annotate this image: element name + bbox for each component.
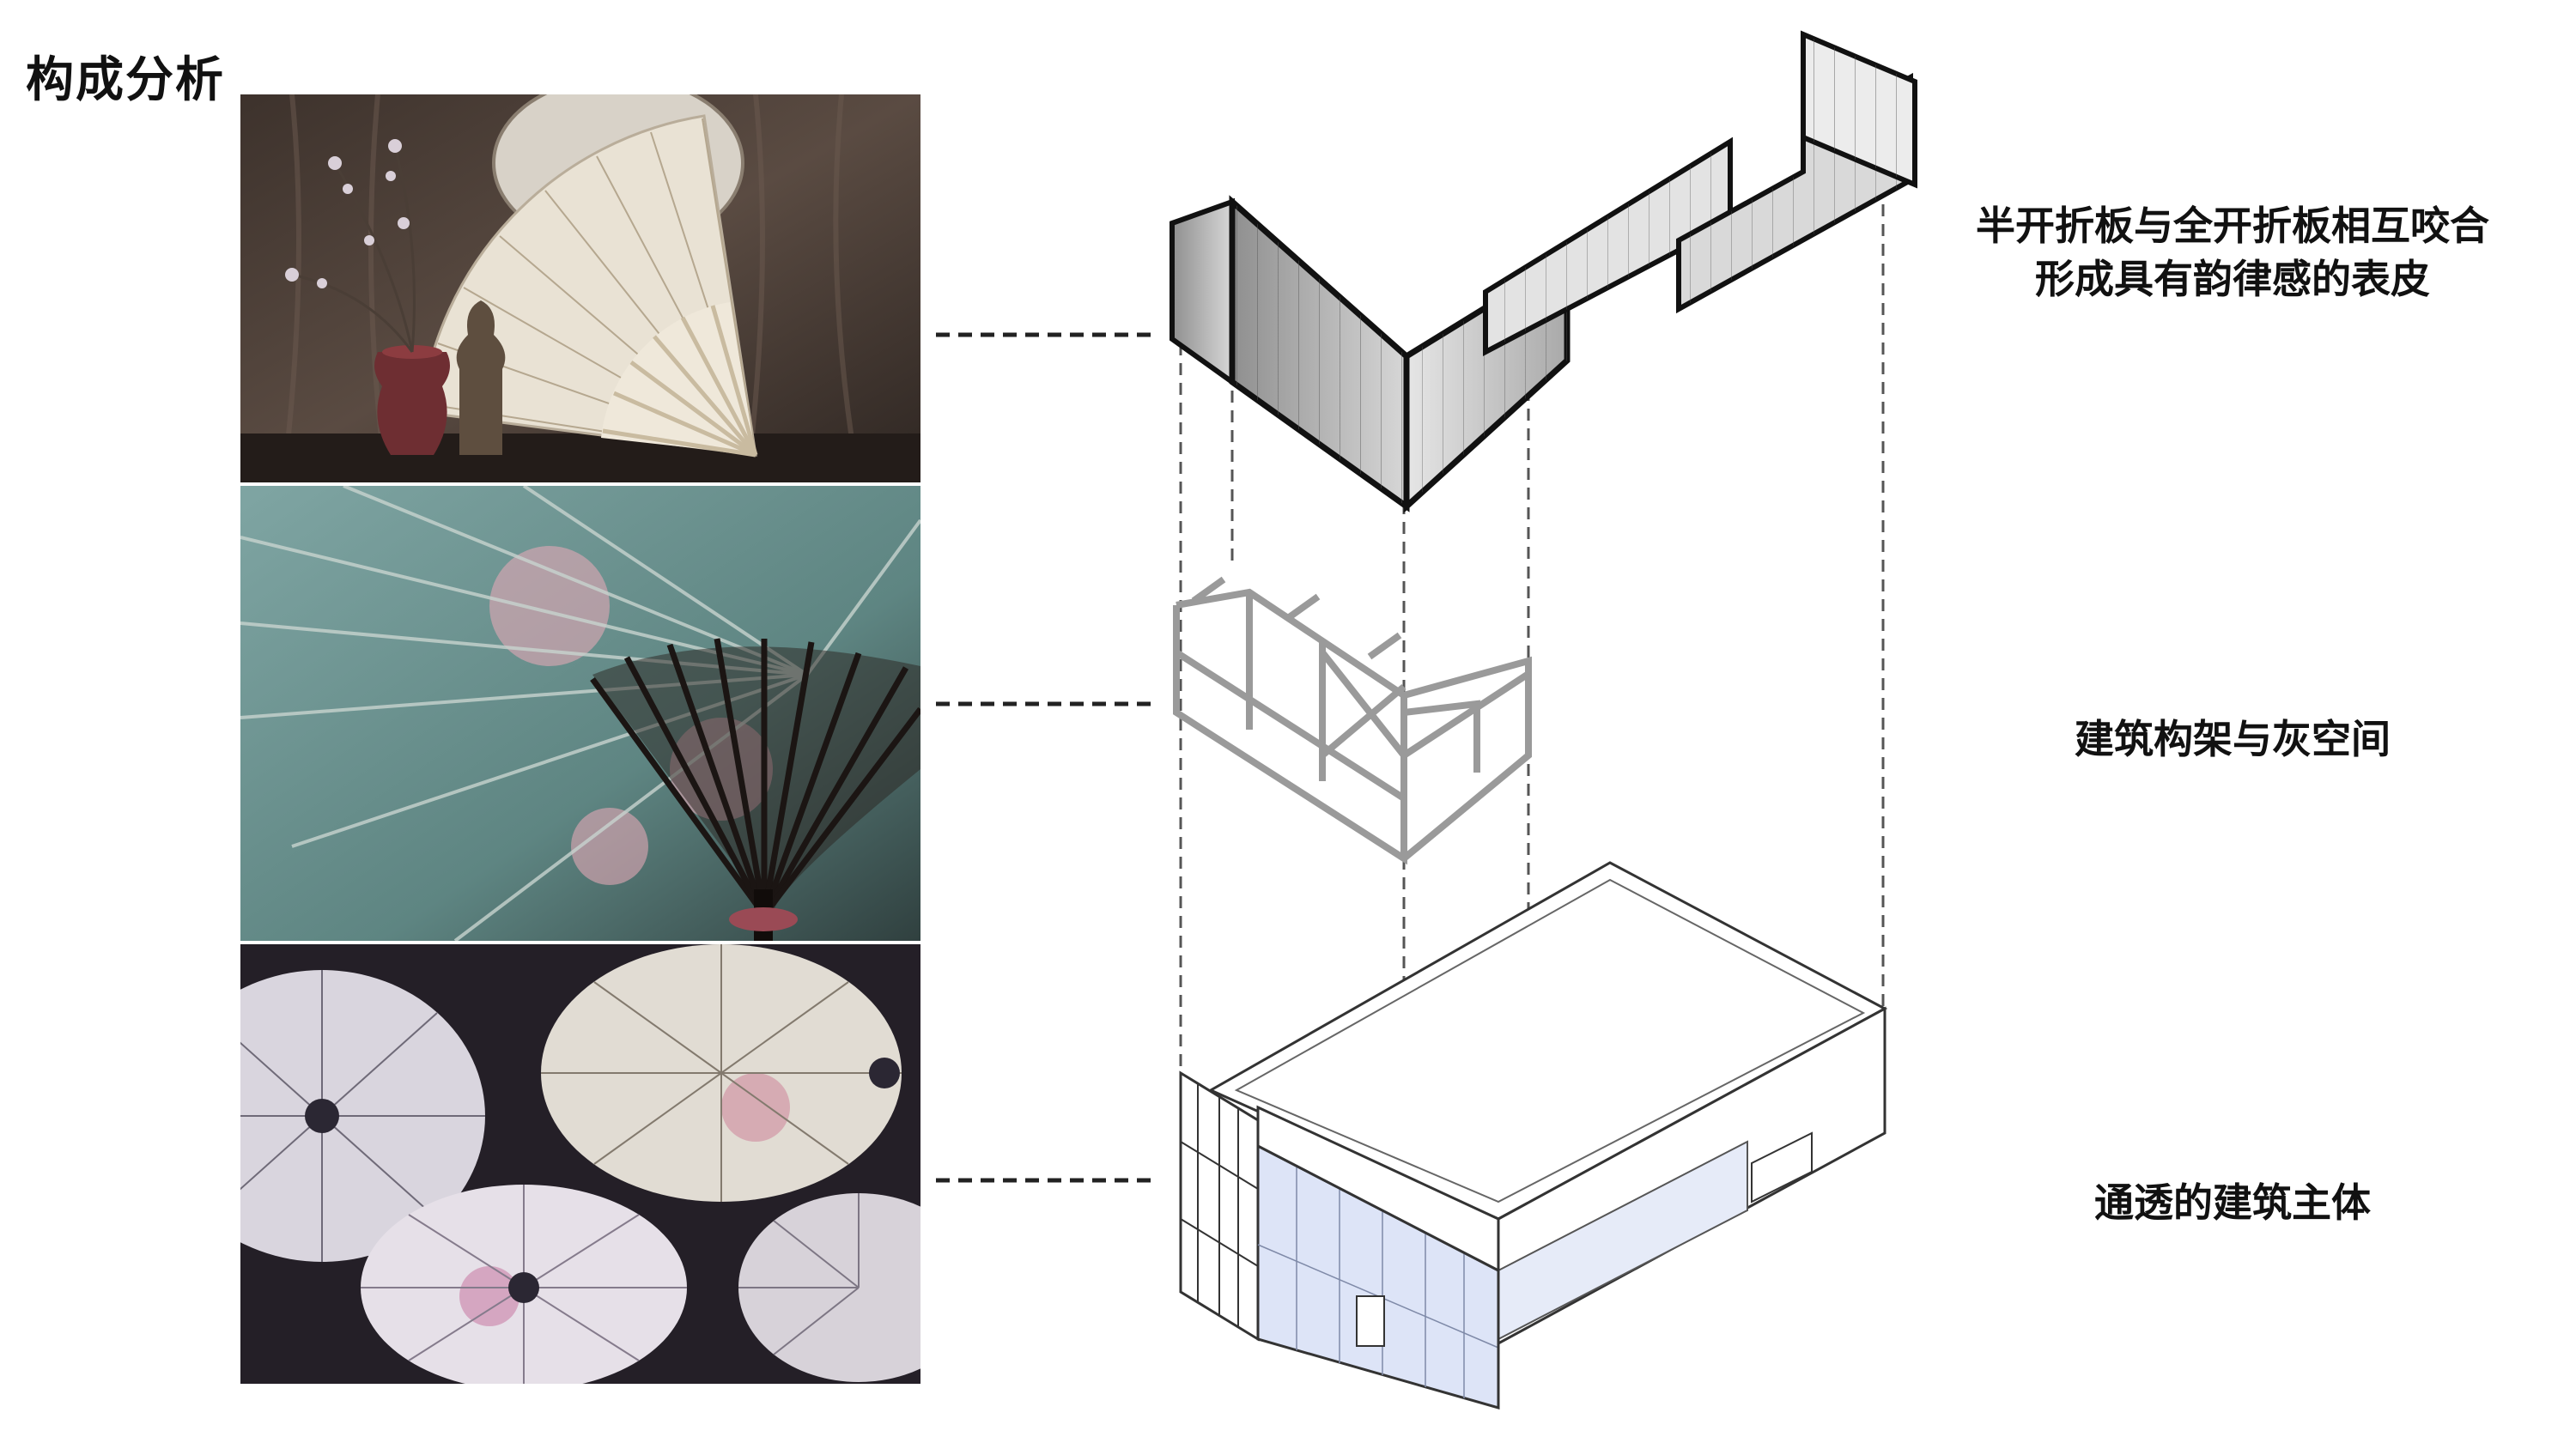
photo-paper-umbrella [240, 486, 920, 941]
building-body-layer [1179, 861, 1888, 1410]
layer-label-folded-skin: 半开折板与全开折板相互咬合形成具有韵律感的表皮 [1976, 203, 2489, 302]
layer-label-frame: 建筑构架与灰空间 [2075, 716, 2391, 762]
folded-skin-layer [1170, 30, 1917, 513]
leader-lines [936, 332, 1151, 1183]
frame-layer [1173, 576, 1532, 865]
photo-hanging-umbrellas [240, 944, 920, 1384]
page-title: 构成分析 [26, 52, 225, 108]
photo-folding-fan [240, 94, 920, 482]
axonometric-diagram [927, 0, 1958, 1449]
layer-label-building-body: 通透的建筑主体 [2094, 1179, 2371, 1226]
